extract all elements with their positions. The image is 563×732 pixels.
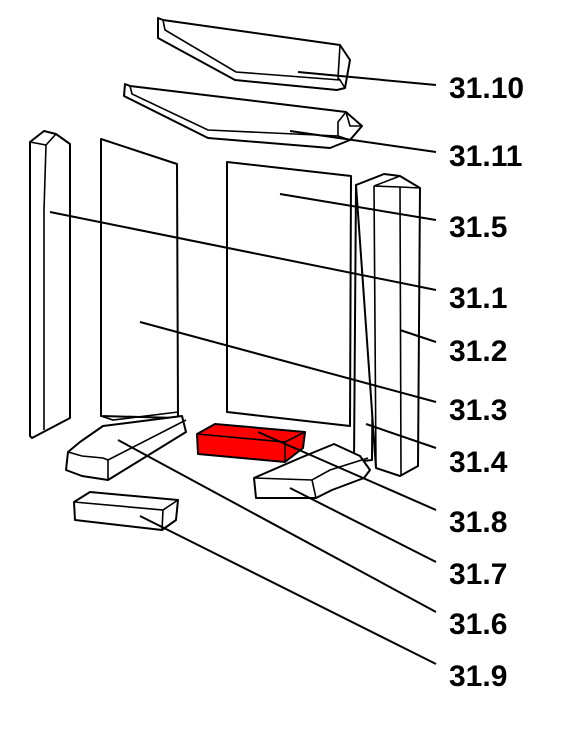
label-31-3: 31.3 [449,394,507,427]
part-31-7 [253,443,371,499]
label-31-10: 31.10 [449,72,524,105]
leader-31-3 [139,321,437,403]
leader-31-2 [399,329,437,343]
label-31-9: 31.9 [449,660,507,693]
callout-labels: 31.10 31.11 31.5 31.1 31.2 31.3 31.4 31.… [449,72,524,693]
leader-31-9 [139,515,437,665]
leader-lines [49,71,437,665]
part-31-8 [196,423,306,463]
part-31-10 [157,17,351,91]
part-31-9 [73,491,179,531]
part-31-2 [355,173,421,477]
leader-31-6 [117,439,437,613]
part-31-6 [65,415,187,481]
label-31-7: 31.7 [449,558,507,591]
part-31-1 [29,130,71,439]
leader-31-5 [279,193,437,221]
leader-31-8 [257,431,437,511]
label-31-2: 31.2 [449,335,507,368]
label-31-5: 31.5 [449,211,507,244]
leader-31-1 [49,211,437,291]
part-31-11 [123,83,363,149]
leader-31-7 [289,487,437,563]
part-31-5 [226,161,352,427]
leader-31-10 [297,71,437,86]
label-31-6: 31.6 [449,608,507,641]
label-31-1: 31.1 [449,282,507,315]
label-31-4: 31.4 [449,446,508,479]
label-31-8: 31.8 [449,506,507,539]
part-31-3 [100,138,179,421]
label-31-11: 31.11 [449,140,522,173]
leader-31-11 [289,130,437,153]
leader-31-4 [365,423,437,449]
